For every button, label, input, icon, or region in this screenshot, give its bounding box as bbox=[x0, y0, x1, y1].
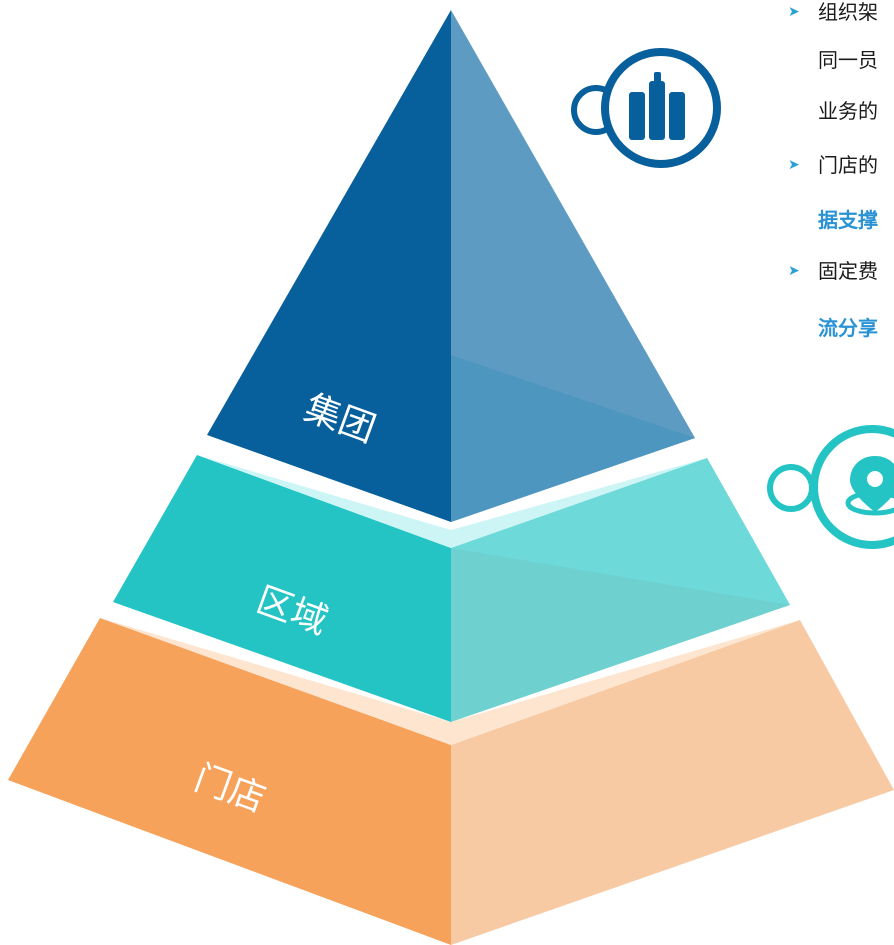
store-tier-front bbox=[8, 618, 451, 945]
region-tier-front bbox=[113, 455, 451, 722]
group-tier bbox=[207, 10, 695, 522]
arrow-bullet-icon: ➤ bbox=[788, 157, 800, 173]
bullet-3-line-2: 流分享 bbox=[818, 316, 878, 340]
bullet-3-line-1: 固定费 bbox=[818, 259, 878, 283]
region-icon-callout bbox=[767, 425, 894, 549]
store-tier-side bbox=[451, 620, 894, 945]
building-icon bbox=[629, 72, 685, 140]
group-tier-side-shade bbox=[451, 355, 695, 522]
group-icon-callout bbox=[571, 48, 721, 168]
bullet-1-line-2: 同一员 bbox=[818, 48, 878, 72]
bullet-2-line-1: 门店的 bbox=[818, 153, 878, 177]
arrow-bullet-icon: ➤ bbox=[788, 4, 800, 20]
bullet-1-line-1: 组织架 bbox=[818, 0, 878, 24]
region-connector-ring bbox=[767, 464, 815, 512]
bullet-1-line-3: 业务的 bbox=[818, 99, 878, 123]
store-tier bbox=[8, 618, 894, 945]
region-tier-side-highlight bbox=[451, 458, 790, 605]
location-pin-icon bbox=[845, 456, 894, 516]
arrow-bullet-icon: ➤ bbox=[788, 263, 800, 279]
bullet-2-line-2: 据支撑 bbox=[818, 208, 878, 232]
region-tier bbox=[113, 455, 790, 722]
group-tier-front bbox=[207, 10, 451, 522]
